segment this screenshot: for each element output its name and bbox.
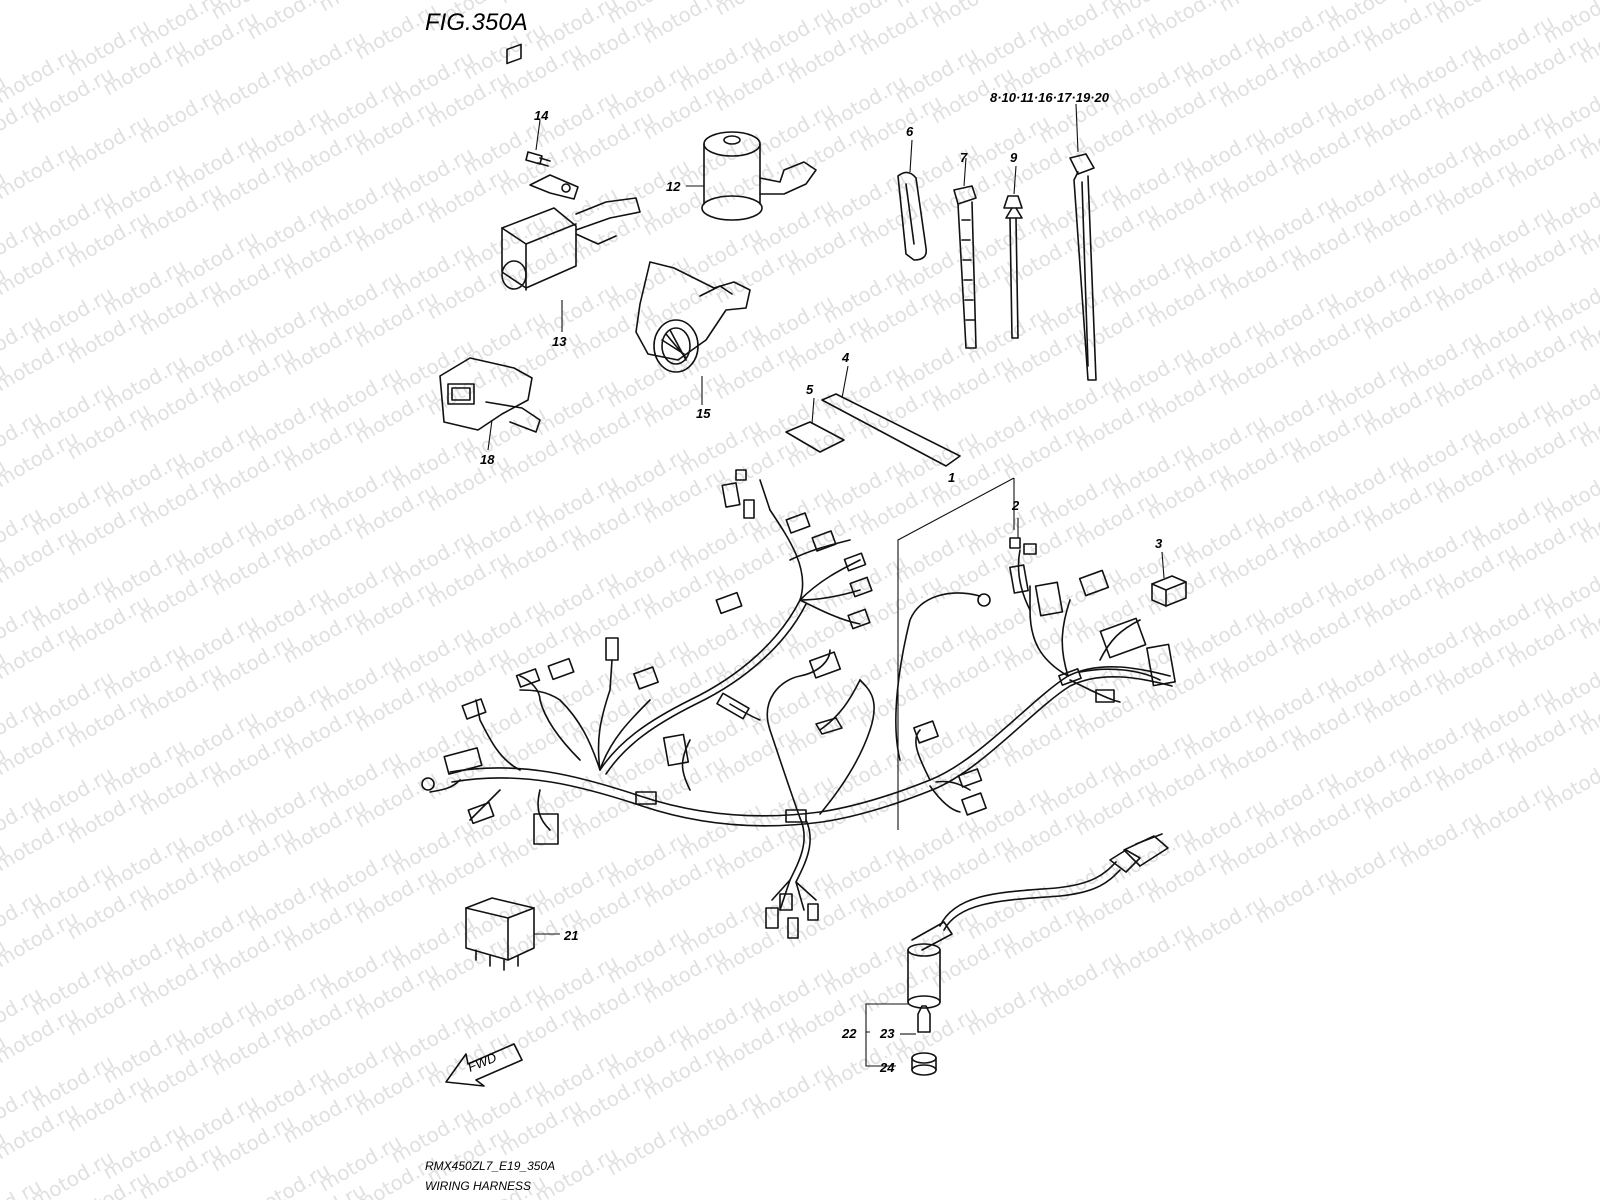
callout-2: 2 [1011,498,1020,513]
watermark-text: motod.ru [999,0,1090,4]
leader-group [1075,103,1079,153]
callout-21: 21 [563,928,578,943]
part-24-seal[interactable] [911,1052,937,1076]
watermark-text: motod.ru [603,1114,694,1181]
callout-13: 13 [552,334,567,349]
watermark-text: motod.ru [315,0,406,16]
part-group-cable-tie[interactable] [1069,153,1097,381]
callout-7: 7 [960,150,968,165]
callout-labels: 1 2 3 4 5 6 7 9 12 13 14 15 18 21 22 23 … [480,90,1163,1075]
part-7-band[interactable] [953,185,977,349]
leader-5 [811,397,815,425]
callout-1: 1 [948,470,955,485]
fwd-arrow-icon [445,1043,523,1087]
callout-group-8-20: 8·10·11·16·17·19·20 [990,90,1110,105]
callout-6: 6 [906,124,914,139]
watermark-text: motod.ru [279,26,370,93]
part-23-terminal[interactable] [917,1005,931,1033]
part-21-relay[interactable] [465,897,535,971]
callout-9: 9 [1010,150,1018,165]
watermark-text: motod.ru [711,0,802,20]
callout-18: 18 [480,452,495,467]
watermark-text: motod.ru [495,0,586,8]
callout-14: 14 [534,108,549,123]
watermark-text: motod.ru [747,1058,838,1125]
figure-title: FIG.350A [425,9,528,36]
watermark-text: motod.ru [135,82,226,149]
watermark-text: motod.ru [207,54,298,121]
leader-4 [841,365,849,399]
callout-23: 23 [879,1026,895,1041]
leader-22-24 [865,1032,896,1067]
watermark-text: motod.ru [675,1086,766,1153]
part-5-pad[interactable] [785,421,845,453]
watermark-text: motod.ru [1323,834,1414,901]
leader-14 [535,119,541,151]
part-12-cap[interactable] [701,131,817,221]
figure-caption: WIRING HARNESS [425,1179,531,1193]
part-3-connector-cap[interactable] [1151,575,1187,607]
watermark-text: motod.ru [63,110,154,177]
part-22-plug-cap[interactable] [907,833,1169,1009]
watermark-text: motod.ru [1251,862,1342,929]
watermark-text: motod.ru [0,138,82,205]
part-1-wiring-harness[interactable] [421,469,1176,939]
model-code: RMX450ZL7_E19_350A [425,1159,555,1173]
watermark-text: motod.ru [927,0,1018,32]
callout-24: 24 [879,1060,895,1075]
leader-6 [909,139,913,173]
watermark-text: motod.ru [1035,946,1126,1013]
leader-7 [963,157,967,187]
leader-3 [1161,551,1165,579]
callout-22: 22 [841,1026,857,1041]
part-9-clamp-tie[interactable] [1003,195,1023,339]
part-6-clamp[interactable] [897,171,928,261]
callout-4: 4 [841,350,850,365]
callout-15: 15 [696,406,711,421]
callout-3: 3 [1155,536,1163,551]
part-15-handlebar-switch[interactable] [635,261,751,373]
watermark-text: motod.ru [1395,806,1486,873]
callout-12: 12 [666,179,681,194]
part-14-bolt[interactable] [525,151,551,167]
watermark-text: motod.ru [819,1030,910,1097]
watermark-text: motod.ru [1215,0,1306,16]
watermark-text: motod.ru [1107,918,1198,985]
watermark-text: motod.ru [1179,890,1270,957]
leader-18 [487,419,493,451]
part-13-switch-box[interactable] [501,43,641,291]
leader-9 [1013,165,1017,195]
part-18-kill-switch[interactable] [439,357,541,433]
watermark-text: motod.ru [1467,778,1558,845]
watermark-text: motod.ru [1431,0,1522,28]
leader-1-bracket [897,477,1015,830]
watermark-text: motod.ru [963,974,1054,1041]
callout-5: 5 [806,382,814,397]
part-4-tape[interactable] [821,393,961,467]
leader-22-bracket [865,1003,908,1033]
